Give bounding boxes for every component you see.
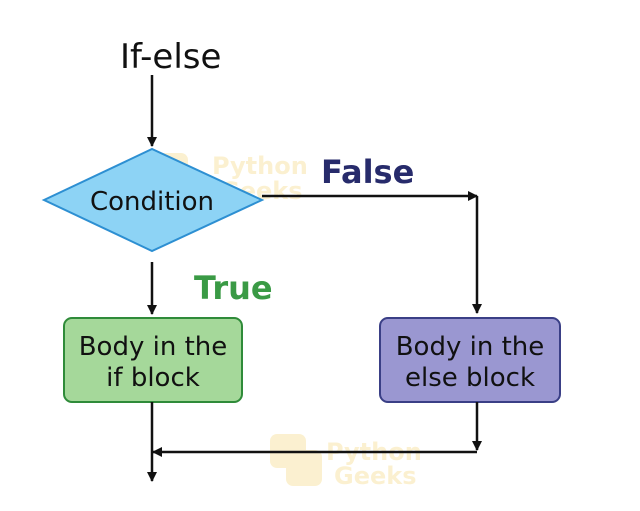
- python-geeks-watermark-bottom: Python Geeks: [270, 434, 422, 490]
- false-label: False: [321, 153, 414, 191]
- if-block-line-1: Body in the: [79, 332, 228, 362]
- else-block-line-1: Body in the: [396, 332, 545, 362]
- else-block-line-2: else block: [405, 363, 535, 393]
- watermark-word-2: Geeks: [334, 462, 417, 490]
- watermark-word-1: Python: [212, 152, 308, 180]
- python-logo-icon: [270, 434, 322, 486]
- else-block-box: [379, 317, 561, 403]
- true-label: True: [194, 269, 273, 307]
- diagram-title: If-else: [120, 37, 221, 77]
- if-block-line-2: if block: [106, 363, 200, 393]
- condition-diamond: [41, 147, 265, 253]
- condition-label: Condition: [90, 187, 214, 217]
